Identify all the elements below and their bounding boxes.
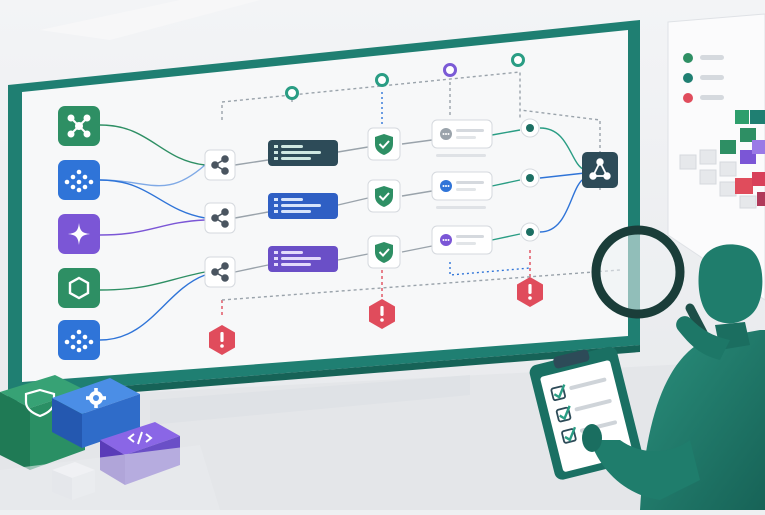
person-arm-right	[676, 316, 730, 360]
gear-block	[52, 378, 140, 448]
alert-badges	[209, 277, 543, 355]
card-lines	[274, 251, 321, 266]
shield-check-icon	[375, 134, 393, 155]
source-tile-grid[interactable]	[58, 160, 100, 200]
hexagon-icon	[68, 276, 90, 300]
splitter-node[interactable]	[204, 149, 236, 181]
source-tile-hexagon[interactable]	[58, 268, 100, 308]
alert-icon	[380, 306, 384, 322]
splitter-node[interactable]	[204, 202, 236, 234]
top-node	[511, 53, 525, 67]
side-panel	[667, 13, 765, 301]
card-lines	[274, 198, 321, 213]
validation-checks	[367, 127, 401, 269]
alert-badge[interactable]	[209, 325, 235, 355]
process-card[interactable]	[268, 193, 338, 219]
top-node	[443, 63, 457, 77]
monitor-edge	[8, 345, 640, 402]
person-arm-left	[590, 440, 700, 500]
message-cards	[431, 119, 493, 255]
alert-icon	[528, 284, 532, 300]
legend-dot	[683, 93, 693, 103]
process-card[interactable]	[268, 246, 338, 272]
top-nodes	[285, 53, 525, 100]
sparkle-icon	[68, 223, 90, 245]
dots-grid-icon	[64, 169, 94, 193]
shield-check-icon	[375, 186, 393, 207]
check-node[interactable]	[367, 235, 401, 269]
top-node	[375, 73, 389, 87]
check-node[interactable]	[367, 179, 401, 213]
analyst-figure	[529, 225, 765, 510]
clipboard-clip	[553, 349, 590, 369]
source-tiles	[58, 106, 100, 360]
feature-blocks	[0, 375, 220, 510]
magnifier-lens	[591, 225, 685, 319]
alert-badge[interactable]	[369, 299, 395, 329]
alert-badge[interactable]	[517, 277, 543, 307]
message-divider	[436, 154, 486, 157]
merge-graph-icon	[589, 158, 611, 180]
hub-network-icon	[67, 114, 91, 138]
process-cards	[268, 140, 338, 272]
splitter-node[interactable]	[204, 256, 236, 288]
source-tile-grid-2[interactable]	[58, 320, 100, 360]
monitor-stand	[150, 375, 470, 425]
source-tile-hub[interactable]	[58, 106, 100, 146]
source-tile-bg	[58, 268, 100, 308]
card-lines	[274, 145, 321, 160]
message-card[interactable]	[431, 225, 493, 255]
alert-icon	[220, 332, 224, 348]
splitter-nodes	[204, 149, 236, 288]
legend-line	[700, 55, 724, 60]
legend-dot	[683, 53, 693, 63]
share-icon	[211, 208, 229, 228]
process-card[interactable]	[268, 140, 338, 166]
wall-panel	[40, 0, 260, 40]
legend-dot	[683, 73, 693, 83]
code-icon	[127, 431, 153, 445]
connections	[99, 71, 621, 341]
legend-line	[700, 95, 724, 100]
shield-check-icon	[375, 242, 393, 263]
person-head	[698, 244, 763, 324]
top-node	[285, 86, 299, 100]
routing-nodes	[520, 118, 540, 242]
share-icon	[211, 262, 229, 282]
legend-line	[700, 75, 724, 80]
share-icon	[211, 155, 229, 175]
message-card[interactable]	[431, 171, 493, 201]
person-hand	[582, 424, 602, 452]
merge-node[interactable]	[582, 152, 618, 188]
message-card[interactable]	[431, 119, 493, 149]
message-divider	[436, 206, 486, 209]
block-grid	[679, 110, 765, 209]
gear-icon	[86, 388, 106, 408]
source-tile-sparkle[interactable]	[58, 214, 100, 254]
desk-surface	[0, 445, 220, 510]
check-node[interactable]	[367, 127, 401, 161]
dots-grid-icon	[64, 329, 94, 353]
